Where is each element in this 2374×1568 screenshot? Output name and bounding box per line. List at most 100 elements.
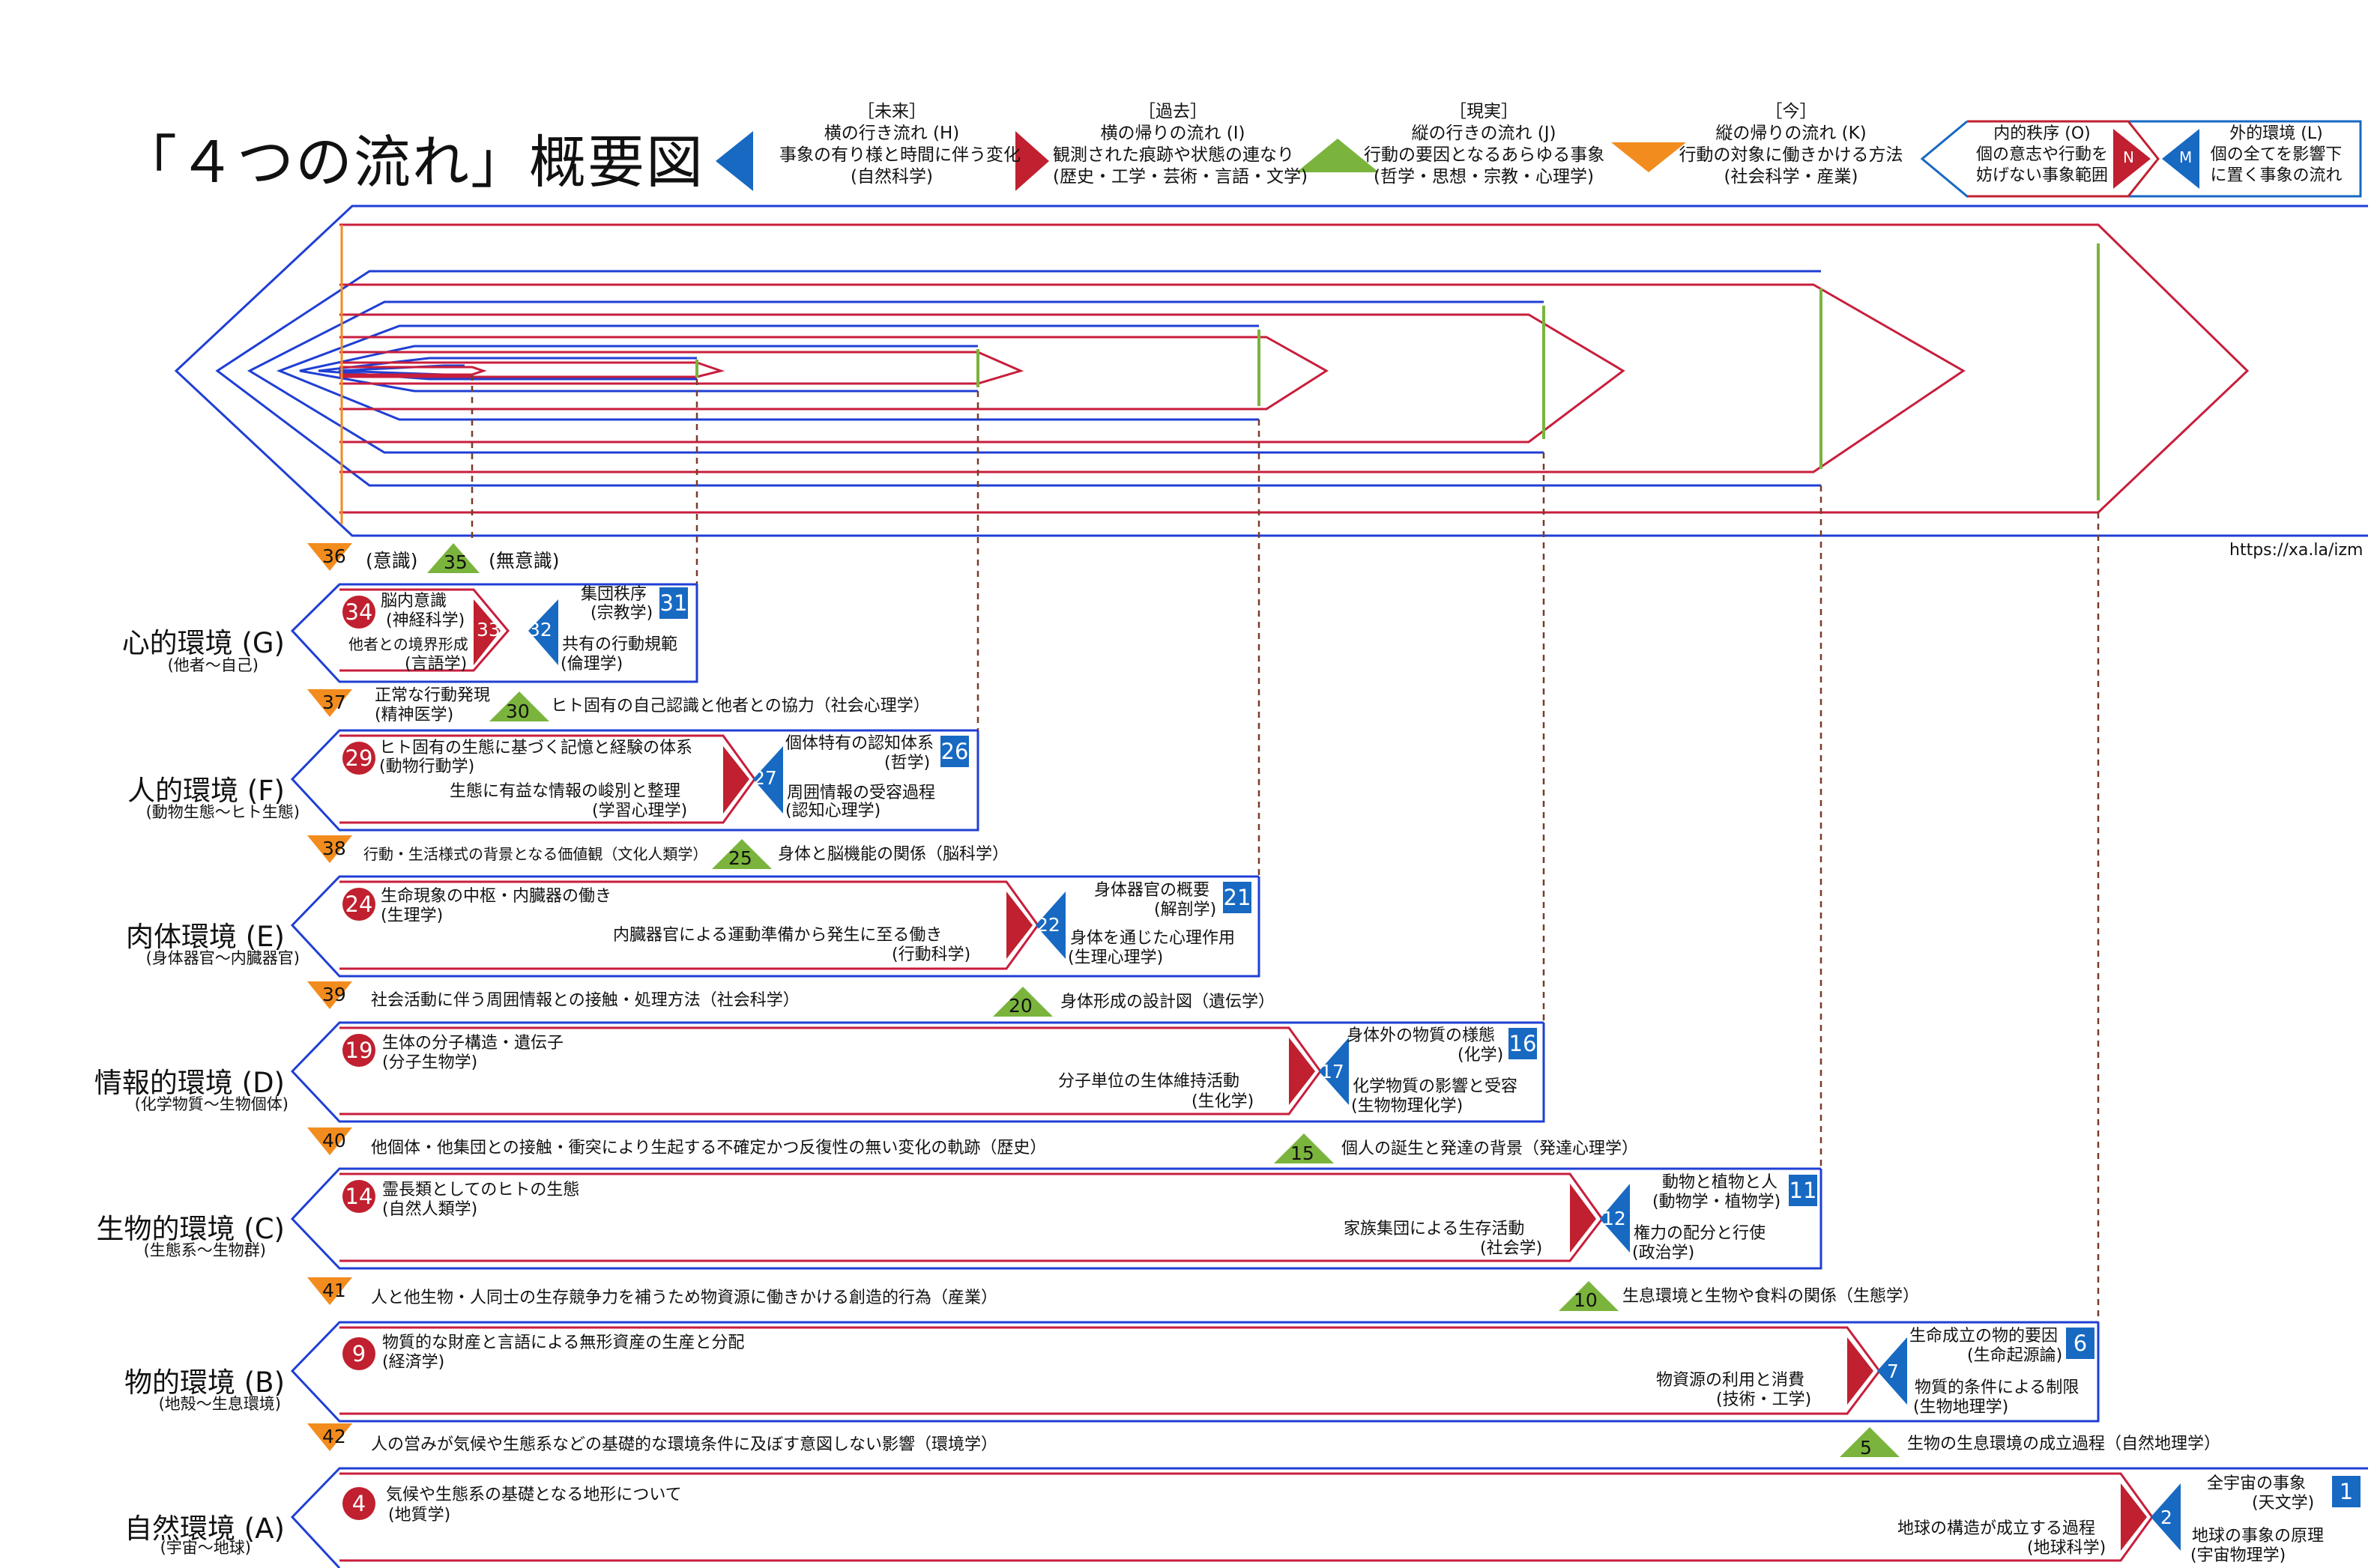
- legend-i-line2: 観測された痕跡や状態の連なり: [1053, 145, 1294, 165]
- green-tri-15: [1274, 1133, 1334, 1163]
- env-c-label: 生物的環境 (C): [96, 1213, 285, 1245]
- green-tri-20: [993, 987, 1053, 1017]
- num-7: 7: [1887, 1360, 1899, 1382]
- env-e-label: 肉体環境 (E): [125, 921, 285, 953]
- text-14a: 霊長類としてのヒトの生態: [382, 1181, 580, 1199]
- text-39: 社会活動に伴う周囲情報との接触・処理方法（社会科学）: [371, 991, 800, 1010]
- blue-arrow-32: [528, 599, 558, 665]
- legend-j-tag: ［現実］: [1449, 102, 1518, 121]
- badge-31: 31: [659, 587, 688, 619]
- red-chevron-1: [339, 223, 2250, 514]
- text-23b: (行動科学): [892, 945, 971, 964]
- env-a-blue: [290, 1467, 2368, 1568]
- text-2b: (宇宙物理学): [2190, 1546, 2286, 1565]
- env-a-label: 自然環境 (A): [124, 1513, 285, 1545]
- text-1b: (天文学): [2252, 1494, 2315, 1513]
- badge-16: 16: [1508, 1028, 1537, 1059]
- text-17b: (生物物理化学): [1351, 1097, 1464, 1116]
- env-d-label: 情報的環境 (D): [94, 1067, 285, 1099]
- red-arrow-23: [1006, 892, 1033, 959]
- text-37a: 正常な行動発現: [375, 686, 491, 705]
- env-g-label: 心的環境 (G): [121, 627, 285, 659]
- num-32: 32: [528, 619, 552, 641]
- text-19a: 生体の分子構造・遺伝子: [382, 1034, 564, 1053]
- orange-tri-41: [307, 1277, 352, 1305]
- text-19b: (分子生物学): [382, 1053, 478, 1072]
- env-g-blue: [290, 583, 698, 683]
- text-13a: 家族集団による生存活動: [1344, 1220, 1525, 1238]
- blue-arrow-17: [1319, 1038, 1349, 1105]
- legend-green-tri-icon: [1296, 139, 1379, 172]
- text-9a: 物質的な財産と言語による無形資産の生産と分配: [382, 1334, 745, 1352]
- text-22b: (生理心理学): [1068, 948, 1164, 967]
- num-15: 15: [1290, 1142, 1314, 1164]
- legend-outer-env: 外的環境 (L) 個の全てを影響下 に置く事象の流れ: [2196, 124, 2357, 187]
- text-21b: (解剖学): [1154, 900, 1217, 919]
- env-c-sub: (生態系～生物群): [143, 1241, 266, 1259]
- num-2: 2: [2160, 1507, 2172, 1528]
- num-8: 8: [1827, 1360, 1839, 1382]
- orange-tri-37: [307, 689, 352, 717]
- num-12: 12: [1602, 1208, 1626, 1229]
- legend-n-label: N: [2123, 148, 2134, 166]
- text-37b: (精神医学): [375, 706, 454, 724]
- text-15: 個人の誕生と発達の背景（発達心理学）: [1341, 1139, 1639, 1158]
- text-14b: (自然人類学): [382, 1200, 478, 1219]
- env-c-blue: [290, 1167, 1822, 1270]
- legend-outer-l2: 個の全てを影響下: [2210, 145, 2343, 164]
- text-33b: (言語学): [405, 655, 468, 673]
- text-16b: (化学): [1458, 1046, 1504, 1065]
- badge-24: 24: [342, 888, 375, 921]
- legend-blue-arrow-icon: [716, 131, 753, 191]
- legend-red-arrow-icon: [1015, 131, 1049, 191]
- text-38: 行動・生活様式の背景となる価値観（文化人類学）: [363, 845, 708, 863]
- env-e-blue: [290, 875, 1260, 978]
- blue-chevron-6: [318, 357, 697, 381]
- red-chevron-5: [339, 351, 1024, 385]
- num-41: 41: [322, 1280, 346, 1301]
- green-tri-10: [1559, 1281, 1619, 1311]
- legend-n-marker: [2113, 129, 2151, 189]
- num-25: 25: [728, 847, 752, 869]
- text-33a: 他者との境界形成: [348, 635, 468, 653]
- legend-box-outline: [1920, 120, 2362, 198]
- legend-i: ［過去］ 横の帰りの流れ (I) 観測された痕跡や状態の連なり (歴史・工学・芸…: [1053, 101, 1308, 188]
- text-6a: 生命成立の物的要因: [1909, 1327, 2059, 1345]
- legend-j-line3: (哲学・思想・宗教・心理学): [1374, 167, 1594, 187]
- red-arrow-33: [474, 599, 501, 665]
- text-23a: 内臓器官による運動準備から発生に至る働き: [613, 926, 943, 945]
- num-37: 37: [322, 691, 346, 713]
- badge-6: 6: [2066, 1328, 2094, 1359]
- num-42: 42: [322, 1426, 346, 1447]
- text-32b: (倫理学): [561, 655, 623, 673]
- text-7a: 物質的条件による制限: [1915, 1378, 2079, 1397]
- text-3b: (地球科学): [2027, 1539, 2106, 1558]
- text-4a: 気候や生態系の基礎となる地形について: [386, 1486, 682, 1504]
- blue-arrow-7: [1877, 1337, 1907, 1405]
- blue-chevron-5: [299, 345, 978, 393]
- blue-chevron-3: [247, 300, 1544, 454]
- legend-inner-title: 内的秩序 (O): [1993, 124, 2091, 143]
- num-18: 18: [1260, 1061, 1284, 1083]
- green-tri-5: [1840, 1427, 1900, 1457]
- legend-m-label: M: [2179, 148, 2193, 166]
- env-f-sub: (動物生態～ヒト生態): [145, 803, 300, 821]
- text-8a: 物資源の利用と消費: [1656, 1371, 1805, 1390]
- badge-19: 19: [342, 1034, 375, 1067]
- red-chevron-3: [339, 313, 1625, 444]
- legend-k: ［今］ 縦の帰りの流れ (K) 行動の対象に働きかける方法 (社会科学・産業): [1671, 101, 1911, 188]
- badge-29: 29: [342, 742, 375, 775]
- env-b-label: 物的環境 (B): [124, 1366, 285, 1399]
- text-6b: (生命起源論): [1967, 1346, 2063, 1365]
- num-13: 13: [1542, 1208, 1566, 1229]
- badge-34: 34: [342, 596, 375, 629]
- text-24a: 生命現象の中枢・内臓器の働き: [381, 887, 612, 906]
- num-36: 36: [322, 545, 346, 567]
- text-30: ヒト固有の自己認識と他者との協力（社会心理学）: [551, 697, 930, 715]
- outer-blue-chevron-1: [174, 205, 2368, 537]
- legend-m-marker: [2162, 129, 2199, 189]
- text-12a: 権力の配分と行使: [1634, 1224, 1766, 1243]
- legend-h: ［未来］ 横の行き流れ (H) 事象の有り様と時間に伴う変化 (自然科学): [779, 101, 1021, 188]
- text-26b: (哲学): [884, 754, 931, 772]
